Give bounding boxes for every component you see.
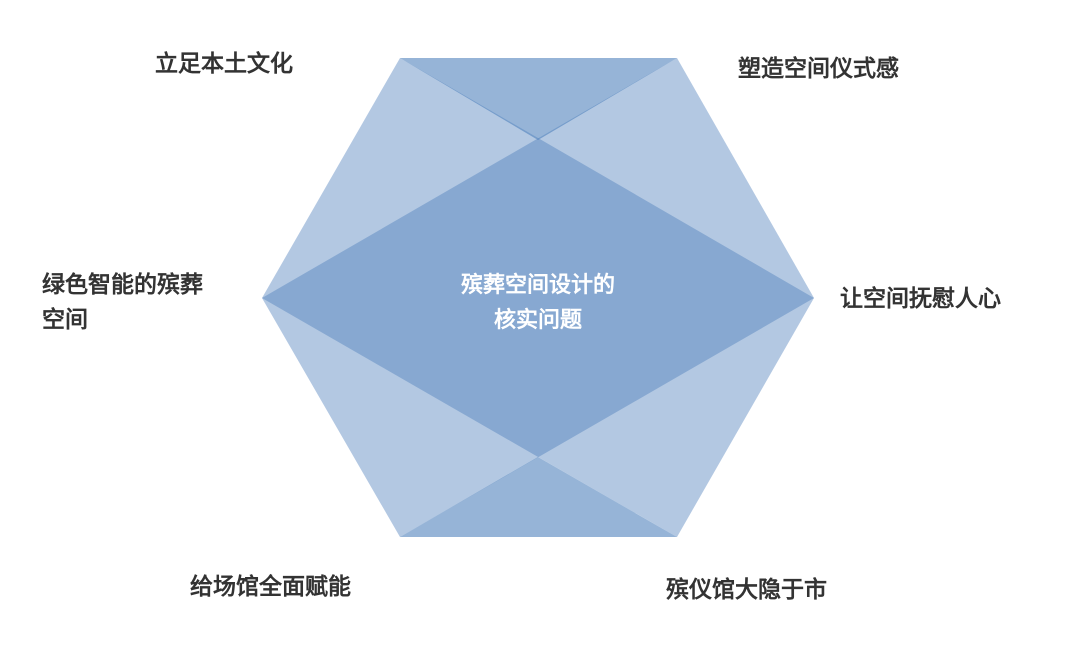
label-bottom-left: 给场馆全面赋能 — [190, 574, 351, 600]
label-right: 让空间抚慰人心 — [840, 286, 1001, 312]
triangle-top-center — [400, 58, 677, 140]
triangle-bottom-left — [262, 298, 814, 537]
label-bottom-right: 殡仪馆大隐于市 — [666, 577, 827, 603]
triangle-bottom-right — [262, 298, 814, 537]
triangle-bottom-center — [400, 457, 677, 537]
label-top-right: 塑造空间仪式感 — [738, 56, 899, 82]
center-title: 殡葬空间设计的 核实问题 — [460, 273, 616, 334]
label-left: 绿色智能的殡葬 空间 — [42, 272, 203, 333]
triangle-top-left — [262, 58, 814, 298]
label-top-left: 立足本土文化 — [155, 51, 293, 77]
triangle-top-right — [262, 58, 814, 298]
